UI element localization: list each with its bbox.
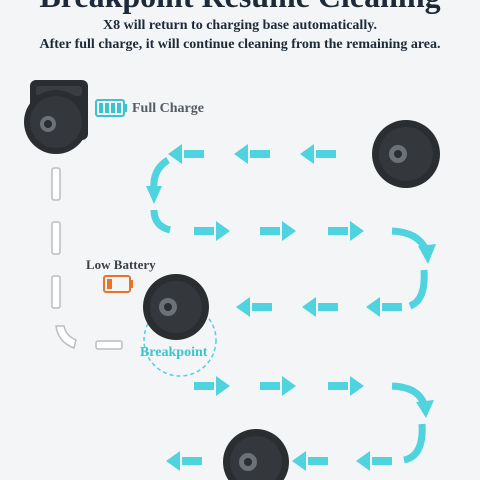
full-charge-label: Full Charge — [132, 101, 204, 116]
return-path — [51, 167, 123, 350]
description-line-2: After full charge, it will continue clea… — [39, 37, 441, 52]
arrow-left — [168, 144, 204, 164]
arrow-right — [328, 376, 364, 396]
arrow-right — [260, 221, 296, 241]
robot-vacuum-icon — [223, 429, 289, 480]
cleaning-arrows — [146, 144, 436, 471]
arrow-left — [166, 451, 202, 471]
arrow-left — [236, 297, 272, 317]
arrow-left — [302, 297, 338, 317]
robot-vacuum-icon — [143, 274, 209, 340]
arrow-right — [328, 221, 364, 241]
battery-full-icon — [95, 99, 127, 117]
arrow-turn — [150, 157, 171, 191]
description-line-1: X8 will return to charging base automati… — [103, 18, 377, 33]
arrow-left — [292, 451, 328, 471]
arrow-right — [194, 376, 230, 396]
arrow-right — [260, 376, 296, 396]
battery-low-icon — [103, 275, 133, 293]
robot-vacuum-icon — [372, 120, 440, 188]
arrow-left — [366, 297, 402, 317]
page-title: Breakpoint Resume Cleaning — [0, 0, 480, 15]
arrow-right — [194, 221, 230, 241]
arrow-left — [234, 144, 270, 164]
low-battery-label: Low Battery — [86, 257, 156, 272]
arrow-left — [356, 451, 392, 471]
breakpoint-label: Breakpoint — [140, 345, 208, 360]
robot-vacuum-icon — [24, 90, 88, 154]
arrow-left — [300, 144, 336, 164]
arrow-turn-head — [146, 186, 162, 204]
